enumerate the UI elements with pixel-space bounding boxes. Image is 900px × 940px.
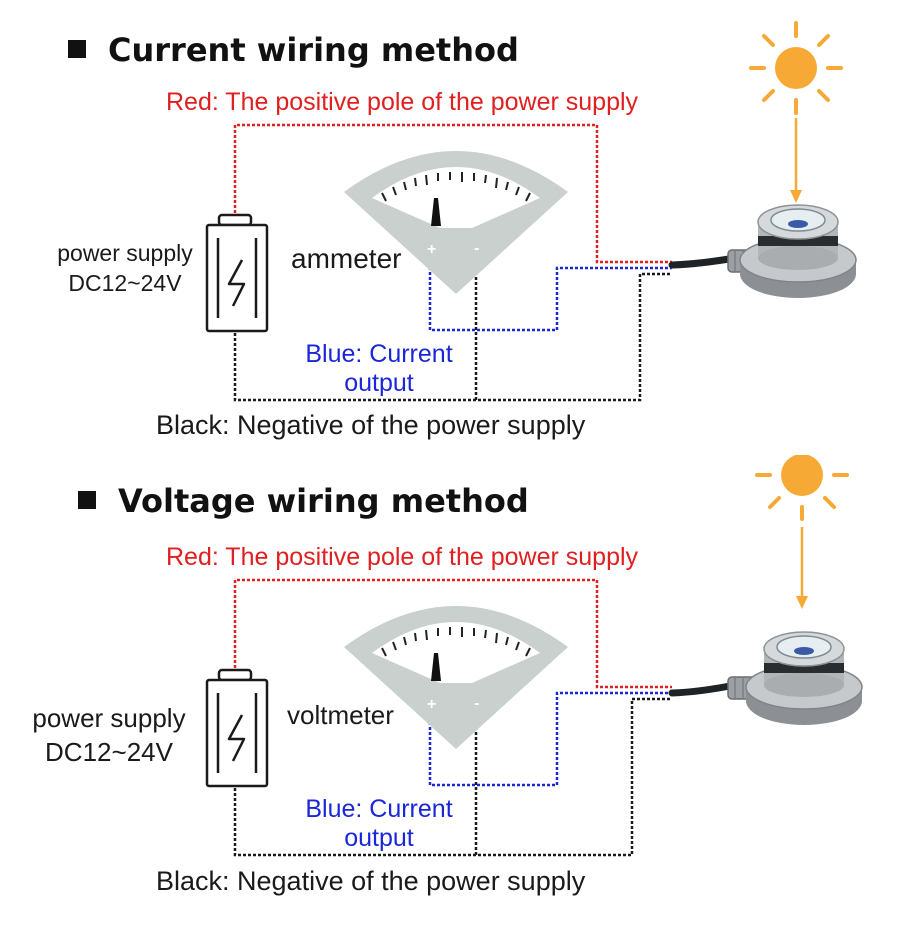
battery-lightning-icon — [205, 668, 269, 788]
power-supply-voltage: DC12~24V — [68, 270, 182, 296]
section-title: Voltage wiring method — [78, 485, 529, 517]
power-supply-label: power supply DC12~24V — [50, 238, 200, 298]
light-sensor-icon — [668, 631, 863, 725]
analog-meter-icon — [344, 151, 568, 294]
black-negative-wire — [233, 272, 672, 402]
power-supply-voltage: DC12~24V — [45, 737, 173, 767]
black-square-icon — [68, 40, 86, 58]
current-wiring-diagram — [205, 21, 857, 402]
power-supply-label: power supply DC12~24V — [18, 701, 200, 769]
positive-wire-label: Red: The positive pole of the power supp… — [166, 88, 639, 116]
sun-icon — [755, 455, 849, 521]
blue-output-wire — [428, 262, 672, 332]
section-title: Current wiring method — [68, 34, 519, 66]
red-positive-wire — [233, 578, 672, 689]
negative-wire-label: Black: Negative of the power supply — [156, 866, 586, 896]
meter-label: voltmeter — [287, 700, 394, 730]
output-wire-label: Blue: Current output — [286, 340, 472, 398]
power-supply-name: power supply — [32, 703, 186, 733]
positive-wire-label: Red: The positive pole of the power supp… — [166, 543, 639, 571]
blue-output-wire — [428, 691, 672, 787]
minus-terminal: - — [474, 695, 480, 712]
analog-meter-icon — [344, 606, 568, 749]
output-label-line1: Blue: Current — [305, 340, 453, 368]
sunlight-arrowhead — [796, 596, 808, 609]
meter-label: ammeter — [291, 243, 402, 274]
title-text: Current wiring method — [108, 31, 519, 69]
output-label-line2: output — [344, 824, 414, 852]
output-wire-label: Blue: Current output — [286, 795, 472, 853]
black-square-icon — [78, 491, 96, 509]
battery-lightning-icon — [205, 213, 269, 333]
title-text: Voltage wiring method — [118, 482, 529, 520]
voltage-wiring-section: Voltage wiring method Red: The positive … — [0, 455, 900, 925]
minus-terminal: - — [474, 240, 480, 257]
current-wiring-section: Current wiring method Red: The positive … — [50, 21, 857, 440]
voltage-wiring-diagram — [205, 455, 863, 857]
sun-icon — [749, 21, 843, 115]
negative-wire-label: Black: Negative of the power supply — [156, 410, 586, 440]
red-positive-wire — [233, 123, 672, 264]
power-supply-name: power supply — [57, 240, 193, 266]
plus-terminal: + — [427, 241, 437, 258]
plus-terminal: + — [427, 696, 437, 713]
sunlight-arrowhead — [790, 190, 802, 203]
output-label-line2: output — [344, 369, 414, 397]
output-label-line1: Blue: Current — [305, 795, 453, 823]
light-sensor-icon — [668, 204, 857, 298]
